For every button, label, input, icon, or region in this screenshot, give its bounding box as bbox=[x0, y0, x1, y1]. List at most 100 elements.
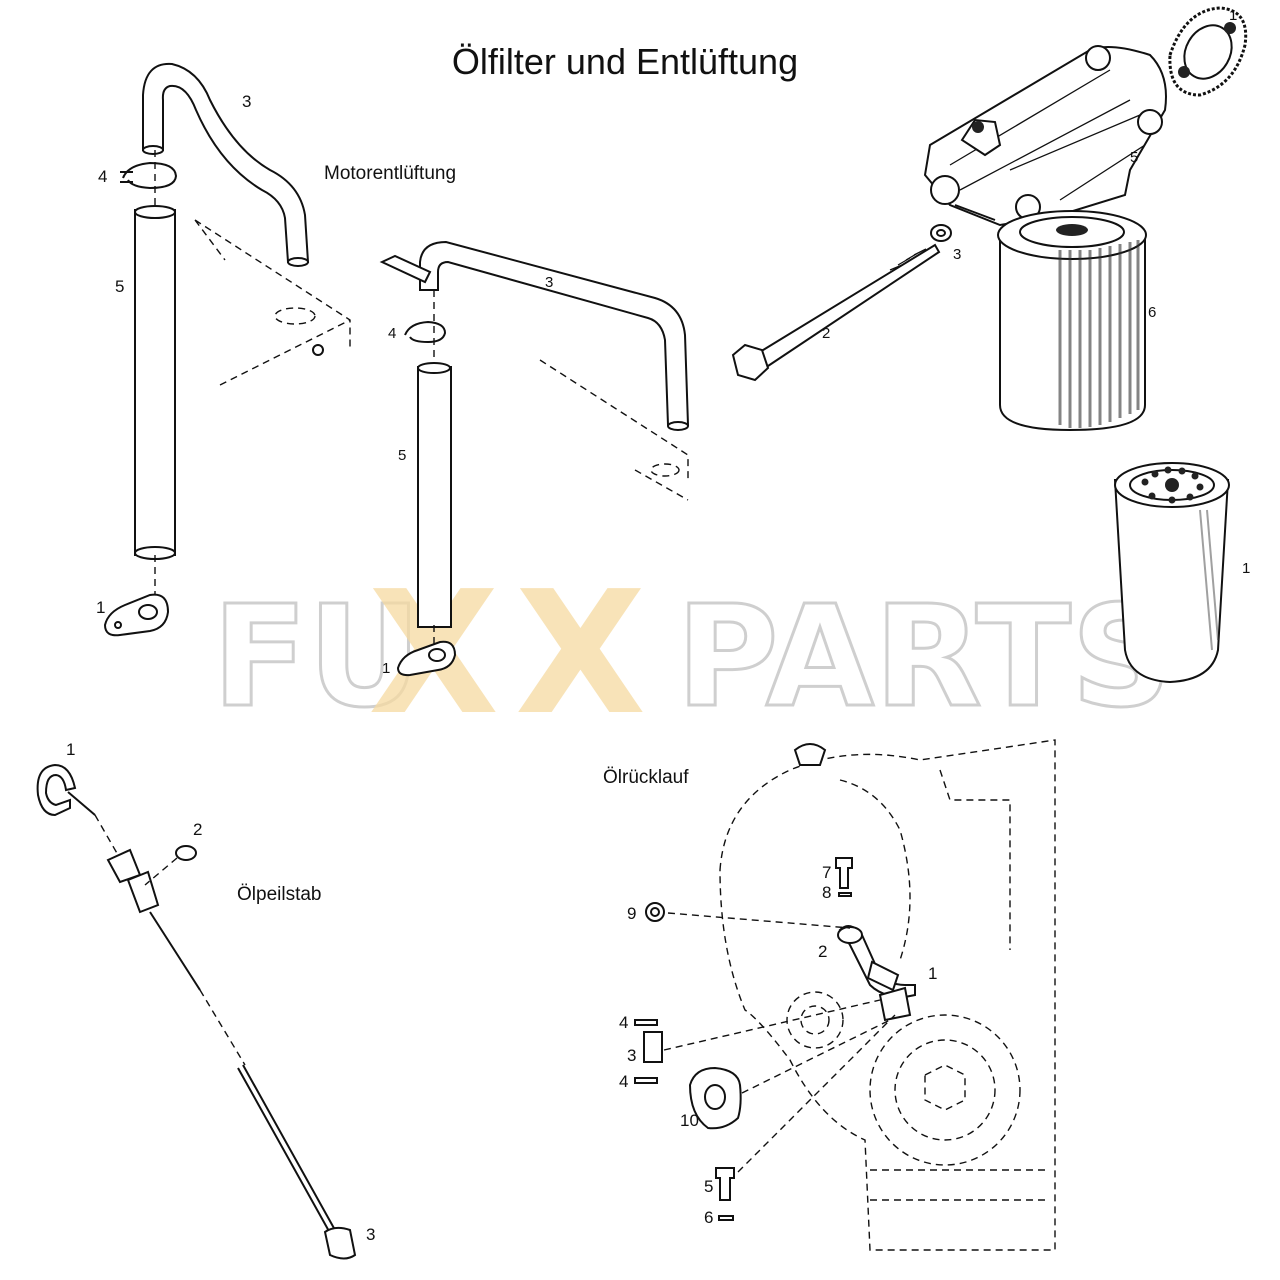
callout-return-7: 7 bbox=[822, 863, 831, 882]
pulley-hub bbox=[800, 1005, 830, 1035]
dipstick-leader bbox=[94, 814, 119, 856]
hose-clamp bbox=[634, 1019, 658, 1026]
callout-dipstick-1: 1 bbox=[66, 740, 75, 759]
dipstick-collar bbox=[126, 870, 160, 914]
engine-outline bbox=[194, 219, 351, 386]
seal-leader bbox=[667, 912, 851, 929]
callout-return-4-bottom: 4 bbox=[619, 1072, 628, 1091]
vent-assembly-b: 3 4 5 1 bbox=[379, 240, 690, 677]
callout-return-5: 5 bbox=[704, 1177, 713, 1196]
callout-dipstick-3: 3 bbox=[366, 1225, 375, 1244]
engine-outline bbox=[839, 779, 911, 961]
watermark-parts: PARTS bbox=[676, 576, 1172, 739]
long-breather-pipe bbox=[419, 240, 690, 426]
through-bolt bbox=[731, 243, 941, 382]
engine-outline bbox=[719, 739, 1056, 1251]
engine-detail bbox=[312, 344, 324, 356]
seal-ring bbox=[645, 902, 665, 922]
breather-pipe bbox=[417, 366, 452, 628]
return-hose-piece bbox=[643, 1031, 663, 1063]
dipstick-cap bbox=[323, 1226, 357, 1260]
breather-pipe bbox=[134, 209, 176, 556]
callout-return-10: 10 bbox=[680, 1111, 699, 1130]
flange-bolt bbox=[715, 1167, 735, 1201]
engine-outline bbox=[939, 769, 1011, 950]
vent-assembly-a: 3 4 5 1 bbox=[96, 62, 351, 637]
oil-return-assembly: 7 8 9 2 1 4 3 4 10 5 6 bbox=[619, 739, 1056, 1251]
washer bbox=[930, 224, 952, 242]
section-label-motorentlueftung: Motorentlüftung bbox=[324, 163, 456, 184]
callout-vent-b-1: 1 bbox=[382, 660, 390, 677]
gasket-hole bbox=[704, 1084, 726, 1110]
pipe-end bbox=[667, 421, 689, 431]
callout-return-3: 3 bbox=[627, 1046, 636, 1065]
banjo-bolt bbox=[835, 857, 853, 889]
return-hose bbox=[866, 960, 900, 992]
dipstick-shank bbox=[67, 791, 96, 816]
section-label-oelruecklauf: Ölrücklauf bbox=[603, 767, 689, 788]
pipe-top bbox=[134, 205, 176, 219]
crankshaft-pulley-inner bbox=[894, 1039, 996, 1141]
gasket-hole bbox=[428, 648, 446, 662]
engine-port bbox=[650, 463, 680, 477]
watermark-x-second: X bbox=[515, 555, 646, 753]
bolt-leader bbox=[737, 1014, 896, 1173]
flange-gasket bbox=[103, 593, 170, 637]
section-label-oelpeilstab: Ölpeilstab bbox=[237, 884, 322, 905]
callout-vent-a-3: 3 bbox=[242, 92, 251, 111]
callout-return-1: 1 bbox=[928, 964, 937, 983]
return-flange bbox=[878, 986, 912, 1022]
callout-vent-a-1: 1 bbox=[96, 598, 105, 617]
callout-filter-5: 5 bbox=[1130, 149, 1138, 166]
gasket-leader bbox=[741, 1019, 891, 1094]
callout-return-6: 6 bbox=[704, 1208, 713, 1227]
callout-filter-1: 1 bbox=[1229, 7, 1237, 24]
hose-clamp bbox=[634, 1077, 658, 1084]
callout-filter-3: 3 bbox=[953, 246, 961, 263]
dipstick-rod bbox=[149, 911, 201, 991]
filler-cap bbox=[793, 743, 827, 766]
clip-tabs bbox=[120, 171, 133, 183]
hose-end bbox=[142, 145, 164, 155]
callout-return-2: 2 bbox=[818, 942, 827, 961]
callout-vent-b-3: 3 bbox=[545, 274, 553, 291]
dipstick-leader bbox=[199, 989, 246, 1066]
hose-clip bbox=[404, 320, 447, 344]
callout-vent-a-5: 5 bbox=[115, 277, 124, 296]
dipstick-assembly: 1 2 3 bbox=[36, 740, 375, 1260]
watermark-fu: FU bbox=[212, 576, 421, 739]
flange-washer bbox=[718, 1215, 734, 1221]
breather-hose bbox=[142, 62, 310, 263]
gasket-hole bbox=[138, 604, 158, 620]
callout-filter-2: 2 bbox=[822, 325, 830, 342]
callout-return-9: 9 bbox=[627, 904, 636, 923]
page-title: Ölfilter und Entlüftung bbox=[452, 41, 798, 82]
flange-gasket bbox=[688, 1066, 742, 1130]
callout-return-8: 8 bbox=[822, 883, 831, 902]
callout-filter-6: 6 bbox=[1148, 304, 1156, 321]
callout-return-4-top: 4 bbox=[619, 1013, 628, 1032]
crankshaft-nut bbox=[924, 1064, 966, 1111]
banjo-fitting bbox=[837, 926, 863, 944]
callout-vent-b-4: 4 bbox=[388, 325, 396, 342]
dipstick-blade bbox=[237, 1064, 336, 1234]
washer-hole bbox=[936, 229, 946, 237]
hose-leader bbox=[663, 999, 881, 1051]
pulley bbox=[786, 991, 844, 1049]
callout-cartridge-1: 1 bbox=[1242, 560, 1250, 577]
oil-pan bbox=[870, 1169, 1045, 1201]
watermark: FU X X PARTS bbox=[211, 555, 1174, 753]
crankshaft-pulley bbox=[869, 1014, 1021, 1166]
seal-leader bbox=[144, 857, 178, 886]
dipstick-handle bbox=[36, 763, 77, 817]
gasket-bolt-hole bbox=[114, 621, 122, 629]
filter-cartridge: 1 bbox=[1113, 462, 1250, 684]
callout-dipstick-2: 2 bbox=[193, 820, 202, 839]
callout-vent-a-4: 4 bbox=[98, 167, 107, 186]
dipstick-seal-ring bbox=[175, 845, 197, 861]
filter-head bbox=[923, 45, 1167, 227]
engine-port bbox=[274, 307, 316, 325]
seal-ring-hole bbox=[650, 907, 660, 917]
hose-clip bbox=[122, 161, 178, 190]
